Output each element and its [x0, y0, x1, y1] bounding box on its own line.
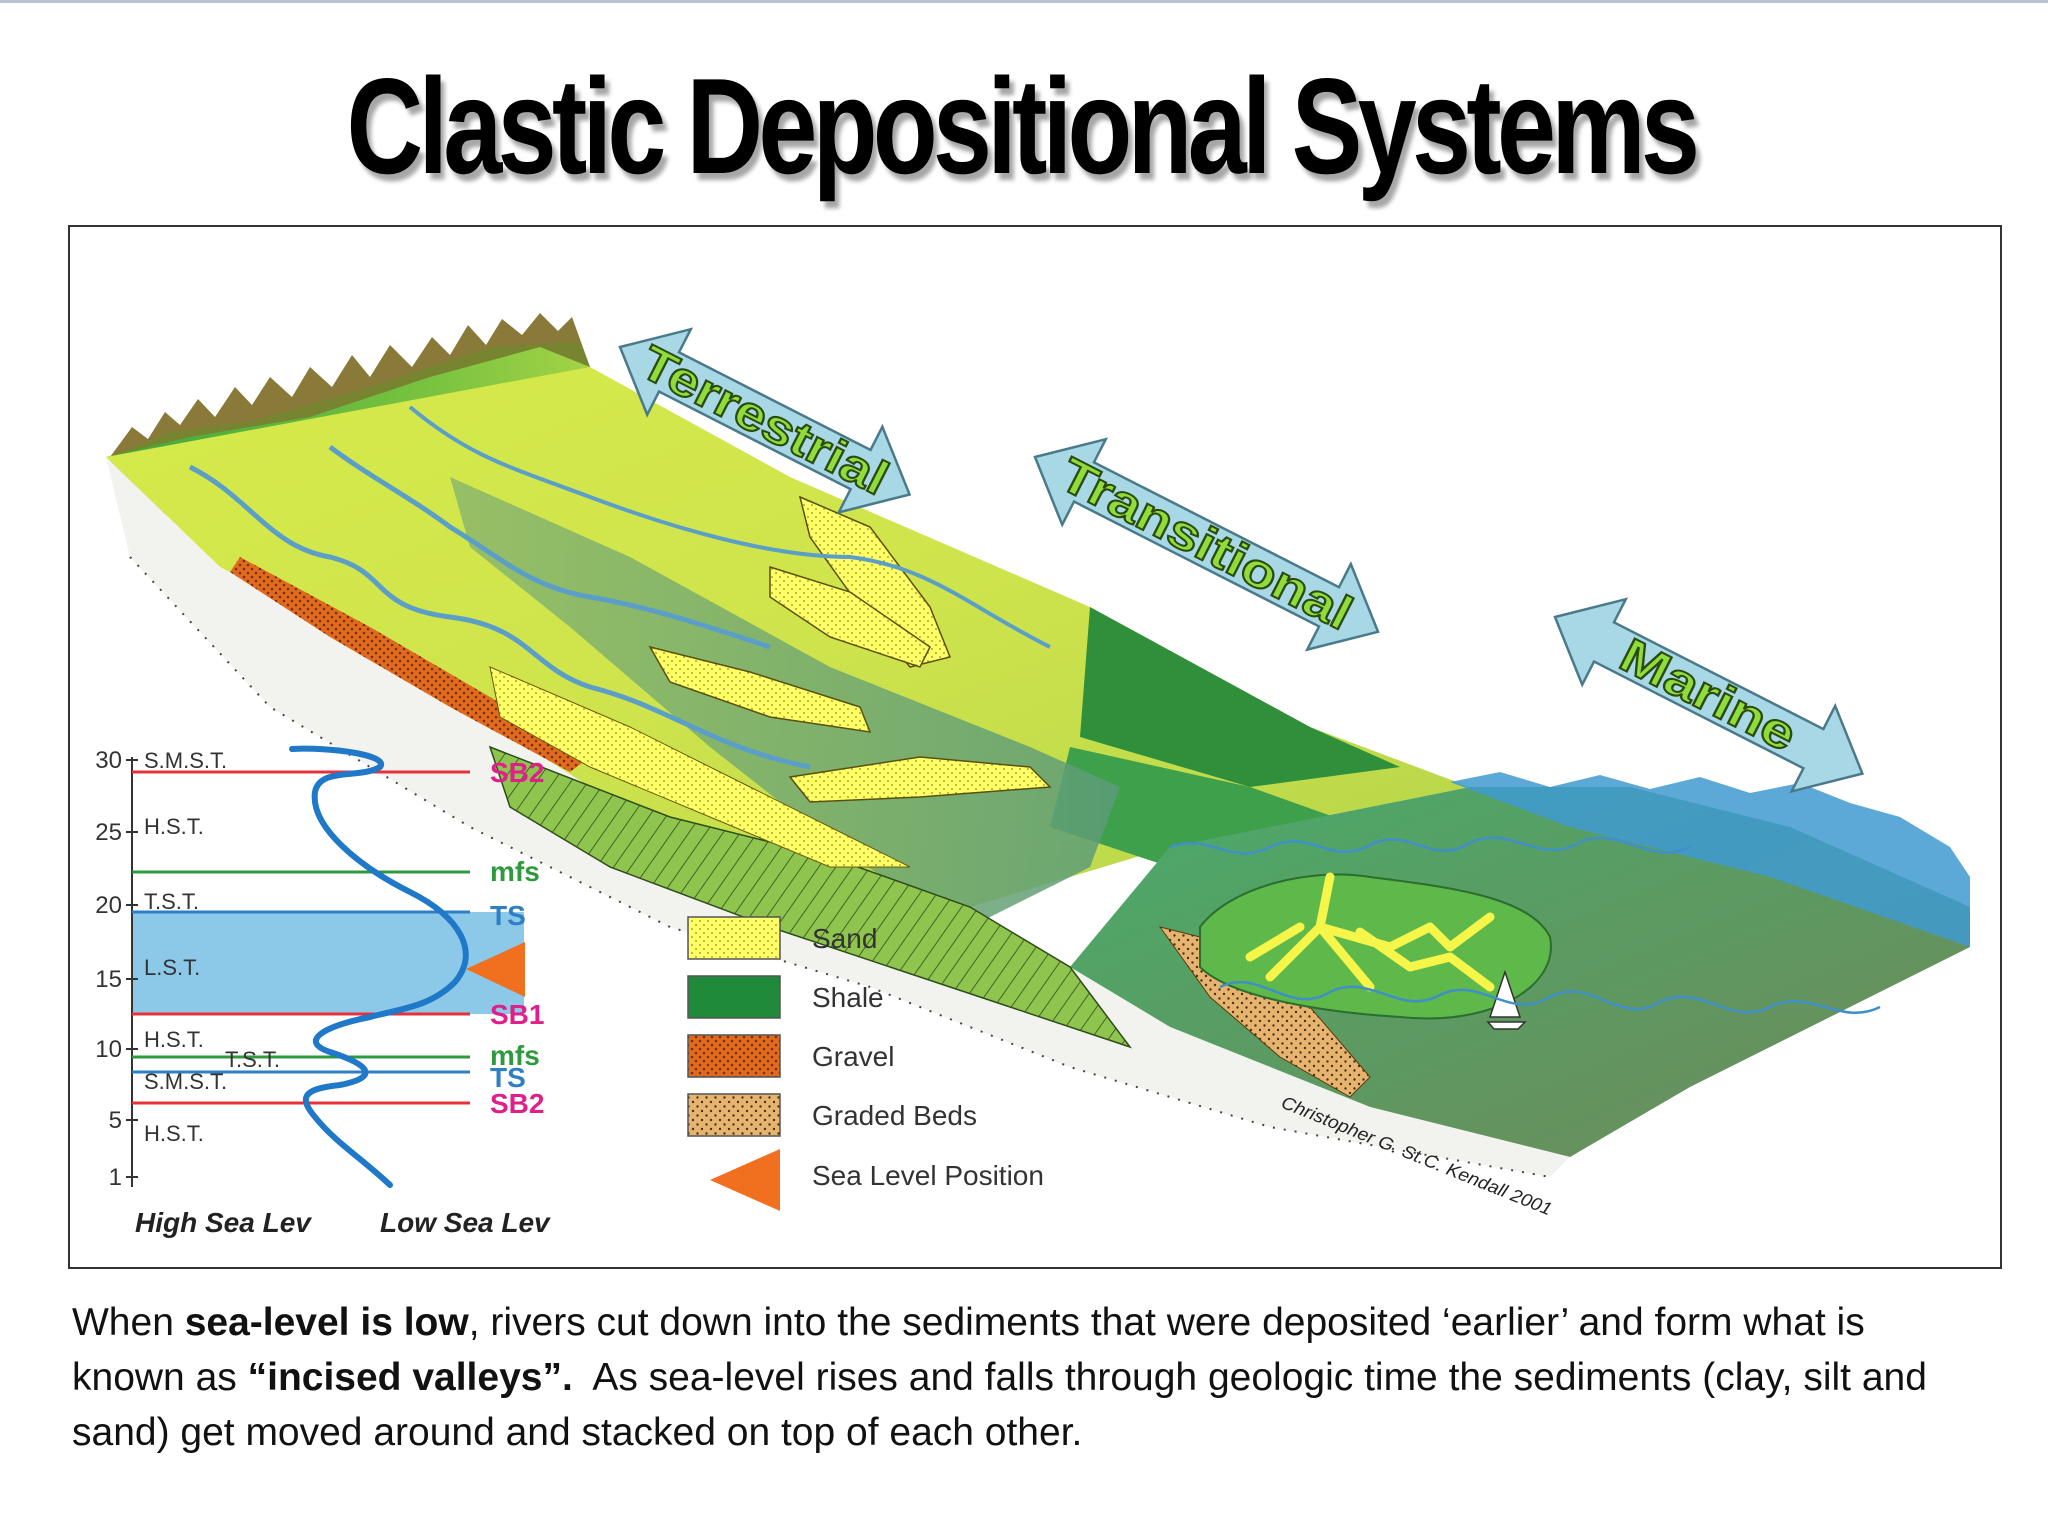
legend: Sand Shale Gravel Graded Beds Sea Level …: [687, 916, 1044, 1211]
fan-channels: [1245, 872, 1495, 992]
sea-level-marker: [466, 942, 525, 997]
surface-label-sb2: SB2: [490, 1088, 544, 1119]
sand-channel: [798, 495, 952, 668]
legend-label: Gravel: [812, 1041, 894, 1072]
legend-swatch-gravel: [687, 1034, 781, 1078]
top-rule: [0, 0, 2048, 3]
tract-label: T.S.T.: [144, 889, 199, 914]
sand-channel: [788, 756, 1052, 803]
x-label-high: High Sea Lev: [135, 1207, 312, 1238]
y-tick-label: 5: [109, 1107, 122, 1134]
slide-title: Clastic Depositional Systems: [346, 50, 1700, 202]
y-tick-label: 10: [95, 1036, 122, 1063]
sand-layer-section: [489, 666, 911, 868]
shelf-band: [1080, 607, 1400, 787]
legend-label: Sand: [812, 923, 877, 954]
y-tick-label: 30: [95, 747, 122, 774]
tract-label: H.S.T.: [144, 1027, 204, 1052]
legend-label: Shale: [812, 982, 884, 1013]
legend-swatch-shale: [687, 975, 781, 1019]
river: [408, 405, 1051, 649]
y-tick-label: 20: [95, 892, 122, 919]
sea-level-curve: [289, 745, 469, 1188]
sea-surface-line: [1219, 980, 1881, 1014]
block-diagram: Terrestrial Transitional Marine Christop…: [95, 313, 1970, 1238]
legend-swatch-sand: [687, 916, 781, 960]
y-tick-label: 1: [109, 1164, 122, 1191]
caption-text: As sea-level rises and falls through geo…: [72, 1356, 1938, 1454]
sand-channel: [769, 565, 931, 668]
tract-label: T.S.T.: [225, 1047, 280, 1072]
river: [188, 464, 811, 770]
sea-level-chart: 30 25 20 15 10 5 1 S.M.S.T. H.S.T. T.S.T…: [95, 745, 551, 1238]
surface-label-ts: TS: [490, 900, 526, 931]
surface-label-sb2: SB2: [490, 757, 544, 788]
landscape-block: [106, 313, 1970, 1178]
marine-label: Marine: [1611, 629, 1804, 762]
legend-swatch-graded-beds: [687, 1093, 781, 1137]
figure-frame: Terrestrial Transitional Marine Christop…: [68, 225, 2002, 1269]
tract-label: H.S.T.: [144, 1121, 204, 1146]
tract-label: L.S.T.: [144, 955, 200, 980]
y-tick-label: 25: [95, 819, 122, 846]
caption-text: , rivers cut down into the sediments tha…: [72, 1301, 1865, 1399]
tract-label: S.M.S.T.: [144, 1069, 227, 1094]
caption-emphasis: sea-level is low: [184, 1301, 469, 1344]
y-tick-label: 15: [95, 966, 122, 993]
gravel-layer: [230, 557, 590, 772]
legend-swatch-sea-level: [710, 1149, 780, 1211]
caption-text: When: [72, 1301, 185, 1344]
caption: When sea-level is low, rivers cut down i…: [72, 1295, 1982, 1460]
legend-label: Sea Level Position: [812, 1160, 1044, 1191]
river: [328, 444, 771, 650]
tract-label: H.S.T.: [144, 814, 204, 839]
caption-emphasis: “incised valleys”.: [247, 1356, 573, 1399]
sea-surface-line: [1169, 836, 1691, 855]
legend-label: Graded Beds: [812, 1100, 977, 1131]
y-axis-ticks: [126, 759, 138, 1178]
surface-label-sb1: SB1: [490, 999, 544, 1030]
surface-label-mfs: mfs: [490, 1040, 540, 1071]
x-label-low: Low Sea Lev: [380, 1207, 551, 1238]
surface-label-ts: TS: [490, 1062, 526, 1093]
surface-label-mfs: mfs: [490, 856, 540, 887]
sea-water: [1450, 772, 1970, 947]
tract-label: S.M.S.T.: [144, 748, 227, 773]
sand-channel: [648, 645, 872, 733]
